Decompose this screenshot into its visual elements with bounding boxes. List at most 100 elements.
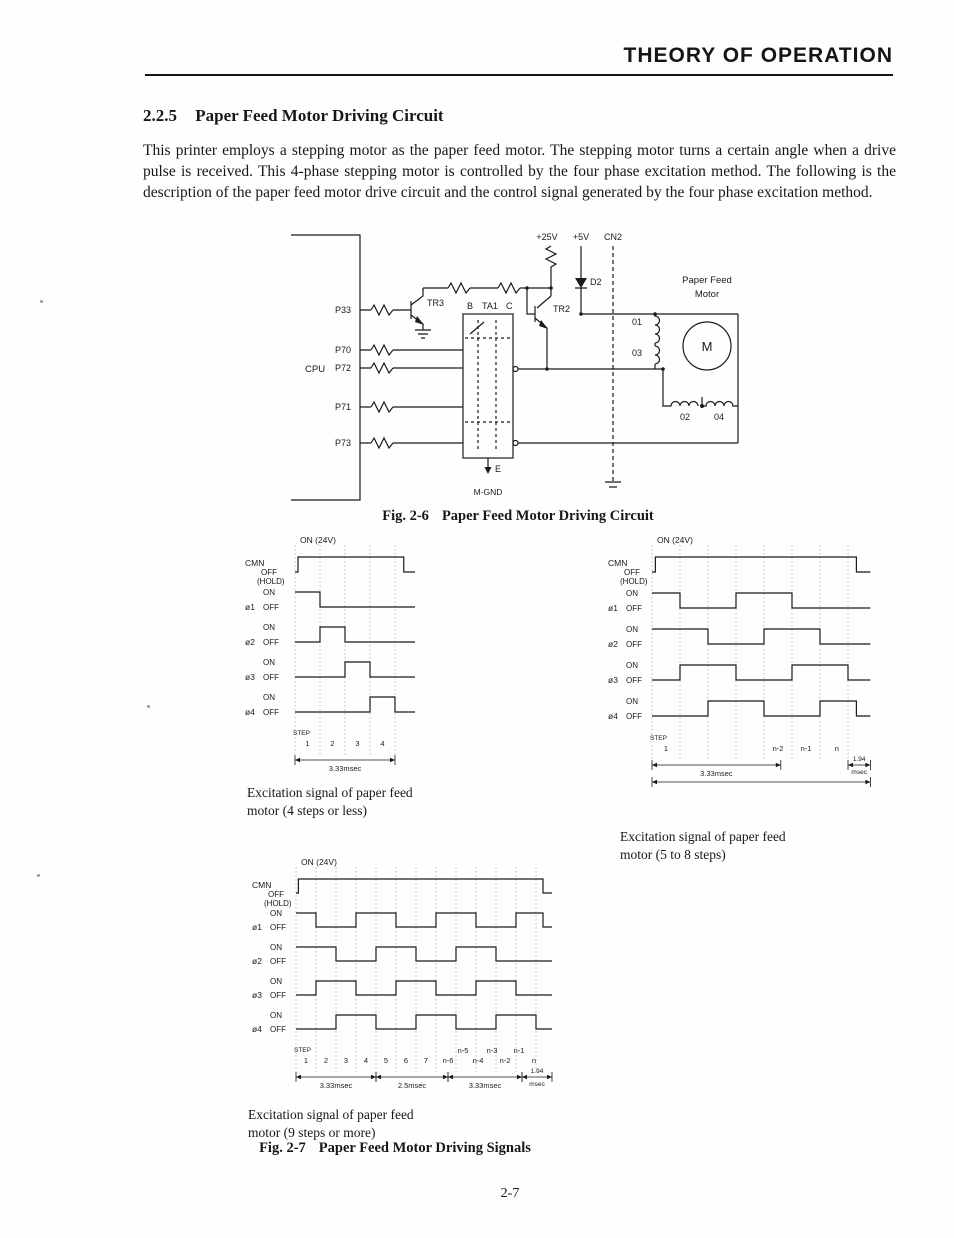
signal-off-label: OFF	[270, 1025, 286, 1034]
driver-block-transistor-mark	[469, 321, 485, 335]
signal-on-label: ON	[626, 697, 638, 706]
time-label: 1.94	[531, 1068, 544, 1075]
time-label: 3.33msec	[329, 764, 362, 773]
waveform-ø2	[652, 628, 871, 645]
circuit-wires	[291, 234, 739, 501]
label-p33: P33	[335, 305, 351, 315]
time-label: 2.5msec	[398, 1081, 427, 1090]
arrowhead-icon	[517, 1074, 522, 1080]
fig-2-6-label: Fig. 2-6	[382, 508, 429, 524]
diode-d2-icon	[575, 278, 587, 288]
signal-on-label: ON	[270, 1011, 282, 1020]
signal-off-label: OFF	[263, 708, 279, 717]
signal-name: CMN	[252, 880, 271, 890]
step-label: 3	[344, 1056, 348, 1065]
signal-off-label: OFF	[263, 603, 279, 612]
step-label: n-6	[443, 1056, 454, 1065]
tr2-transistor	[534, 295, 552, 369]
time-label: 3.33msec	[700, 769, 733, 778]
signal-name: CMN	[245, 558, 264, 568]
scan-speck	[147, 705, 150, 708]
label-motor: Motor	[695, 289, 719, 300]
arrowhead-icon	[652, 779, 657, 785]
waveform-ø3	[652, 664, 871, 681]
waveform-ø3	[295, 661, 415, 678]
step-label: 4	[364, 1056, 368, 1065]
section-title: Paper Feed Motor Driving Circuit	[195, 106, 444, 125]
signal-on-label: ON	[263, 658, 275, 667]
tr3-emitter-arrow	[415, 316, 424, 325]
signal-on-label: ON	[263, 623, 275, 632]
signal-off-label: OFF	[270, 923, 286, 932]
excitation-caption-9-steps: Excitation signal of paper feed motor (9…	[248, 1106, 414, 1141]
time-label: 3.33msec	[320, 1081, 353, 1090]
junction-dot	[700, 404, 704, 408]
signal-off-label: OFF	[270, 957, 286, 966]
block-terminal-1	[512, 365, 519, 373]
label-winding-01: 01	[632, 317, 642, 327]
arrowhead-icon	[547, 1074, 552, 1080]
arrowhead-icon	[295, 757, 300, 763]
caption-line: Excitation signal of paper feed	[248, 1107, 414, 1122]
resistor-p71	[370, 400, 394, 414]
signal-off-label: OFF	[626, 712, 642, 721]
label-p70: P70	[335, 345, 351, 355]
arrowhead-icon	[652, 762, 657, 768]
resistor-p72	[370, 361, 394, 375]
label-p72: P72	[335, 363, 351, 373]
arrowhead-icon	[775, 762, 781, 768]
step-label: n	[532, 1056, 536, 1065]
signal-name: ø3	[245, 672, 255, 682]
section-number: 2.2.5	[143, 106, 177, 125]
junction-dot	[653, 312, 657, 316]
waveform-ø3	[296, 980, 552, 996]
resistor-w1b	[497, 281, 521, 295]
junction-dot	[549, 286, 553, 290]
circuit-labels: CPU P33 P70 P72 P71 P73 TR3 TR2 B TA1 C …	[305, 232, 732, 497]
signal-name: ø1	[252, 922, 262, 932]
signal-off-label: OFF	[626, 604, 642, 613]
waveform-CMN	[652, 556, 871, 573]
waveform-ø1	[295, 591, 415, 608]
label-cpu: CPU	[305, 364, 325, 375]
arrowhead-icon	[296, 1074, 301, 1080]
tr2-emitter-arrow	[539, 320, 548, 329]
step-word: STEP	[293, 730, 310, 737]
tr2-base-wire	[526, 288, 535, 315]
junction-dot	[545, 367, 549, 371]
page-number: 2-7	[500, 1186, 520, 1201]
step-label: 3	[355, 739, 359, 748]
motor-circle	[682, 321, 732, 371]
resistor-p70	[370, 343, 394, 357]
signal-name: ø1	[608, 603, 618, 613]
fig-2-7-title: Paper Feed Motor Driving Signals	[318, 1140, 531, 1156]
label-paper-feed: Paper Feed	[682, 275, 732, 286]
step-word: STEP	[294, 1047, 311, 1054]
driver-block	[462, 313, 514, 459]
junction-dot	[579, 312, 583, 316]
signal-on-label: ON	[263, 588, 275, 597]
signal-name: ø2	[608, 639, 618, 649]
excitation-caption-4-steps: Excitation signal of paper feed motor (4…	[247, 784, 413, 819]
resistor-w1a	[447, 281, 471, 295]
body-paragraph: This printer employs a stepping motor as…	[143, 142, 896, 201]
arrowhead-icon	[865, 762, 871, 768]
fig-2-6-title: Paper Feed Motor Driving Circuit	[441, 508, 654, 524]
waveform-ø4	[296, 1014, 552, 1030]
fig-2-7-label: Fig. 2-7	[259, 1140, 306, 1156]
signal-name: ø4	[608, 711, 618, 721]
scan-speck	[37, 874, 40, 877]
signal-hold-label: (HOLD)	[620, 577, 648, 586]
step-label: 1	[304, 1056, 308, 1065]
label-cn2: CN2	[604, 232, 622, 242]
step-word: STEP	[650, 735, 667, 742]
arrowhead-icon	[371, 1074, 376, 1080]
waveform-ø1	[652, 592, 871, 609]
waveform-ø2	[296, 946, 552, 962]
signal-name: ø3	[252, 990, 262, 1000]
step-label: 1	[664, 744, 668, 753]
time-label: msec	[529, 1081, 545, 1088]
step-label: n	[835, 744, 839, 753]
signal-hold-label: (HOLD)	[257, 577, 285, 586]
signal-off-label: OFF	[263, 673, 279, 682]
